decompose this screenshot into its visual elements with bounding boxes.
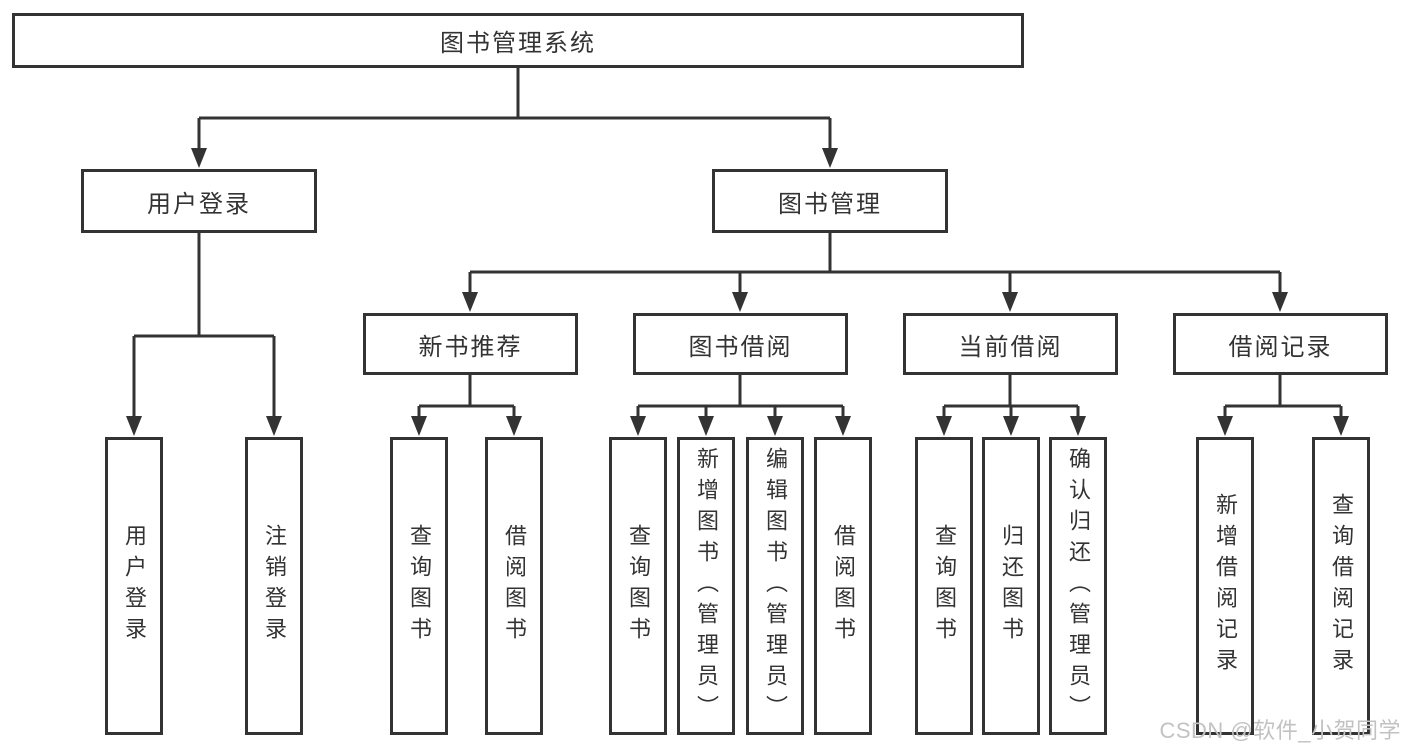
node-book-management: 图书管理 — [712, 169, 948, 233]
leaf-user-login: 用户登录 — [105, 437, 163, 735]
leaf-borrow-book-recommend: 借阅图书 — [485, 437, 543, 735]
node-borrowing-records: 借阅记录 — [1173, 313, 1388, 375]
leaf-query-book-borrowing: 查询图书 — [609, 437, 667, 735]
watermark-text: CSDN @软件_小贺同学 — [1159, 718, 1401, 743]
leaf-query-book-current: 查询图书 — [915, 437, 973, 735]
leaf-add-book-admin: 新增图书（管理员） — [677, 437, 735, 735]
node-user-login: 用户登录 — [81, 169, 317, 233]
node-library-system: 图书管理系统 — [12, 13, 1024, 68]
leaf-query-borrow-record: 查询借阅记录 — [1312, 437, 1370, 735]
leaf-logout-login: 注销登录 — [245, 437, 303, 735]
leaf-borrow-book-borrowing: 借阅图书 — [814, 437, 872, 735]
node-book-borrowing: 图书借阅 — [633, 313, 848, 375]
leaf-confirm-return-admin: 确认归还（管理员） — [1049, 437, 1107, 735]
node-current-borrowing: 当前借阅 — [903, 313, 1118, 375]
leaf-query-book-recommend: 查询图书 — [390, 437, 448, 735]
node-new-book-recommend: 新书推荐 — [363, 313, 578, 375]
arrowheads — [126, 148, 1349, 436]
leaf-add-borrow-record: 新增借阅记录 — [1196, 437, 1254, 735]
leaf-return-book: 归还图书 — [982, 437, 1040, 735]
leaf-edit-book-admin: 编辑图书（管理员） — [746, 437, 804, 735]
